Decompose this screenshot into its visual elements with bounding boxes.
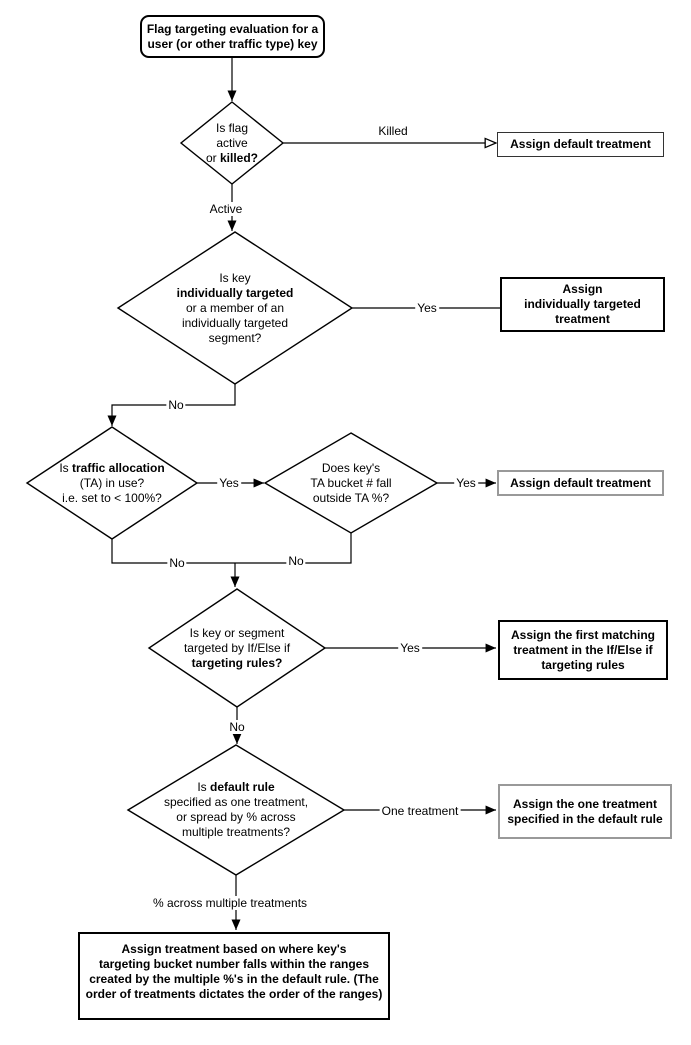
decision-ta-bucket-shape <box>263 432 439 534</box>
edge-label-one-treatment: One treatment <box>379 804 461 818</box>
edge-label-pct-across: % across multiple treatments <box>150 896 310 910</box>
decision-individually-targeted-shape <box>116 231 354 385</box>
edge-label-no-individually-targeted: No <box>166 398 186 412</box>
assign-default-treatment-ta-text: Assign default treatment <box>510 475 651 490</box>
edge-no-traffic-allocation <box>111 539 235 564</box>
assign-default-treatment-killed-box: Assign default treatment <box>497 132 664 157</box>
assign-default-treatment-ta-box: Assign default treatment <box>497 470 664 496</box>
edge-label-yes-targeting-rules: Yes <box>398 641 422 655</box>
edge-label-yes-outside-ta: Yes <box>454 476 478 490</box>
decision-targeting-rules-shape <box>147 588 327 708</box>
assign-default-treatment-killed-text: Assign default treatment <box>510 137 651 151</box>
decision-traffic-allocation-shape <box>25 426 199 540</box>
edge-label-no-traffic-allocation: No <box>167 556 187 570</box>
edge-label-yes-traffic-allocation: Yes <box>217 476 241 490</box>
edge-label-yes-individually-targeted: Yes <box>415 301 439 315</box>
decision-default-rule-shape <box>126 744 346 876</box>
edge-no-outside-ta <box>235 533 352 564</box>
edge-label-no-targeting-rules: No <box>227 720 247 734</box>
edge-label-no-outside-ta: No <box>286 554 306 568</box>
decision-flag-active-shape <box>179 101 285 185</box>
edge-label-killed: Killed <box>376 124 410 138</box>
edge-label-active: Active <box>207 202 245 216</box>
